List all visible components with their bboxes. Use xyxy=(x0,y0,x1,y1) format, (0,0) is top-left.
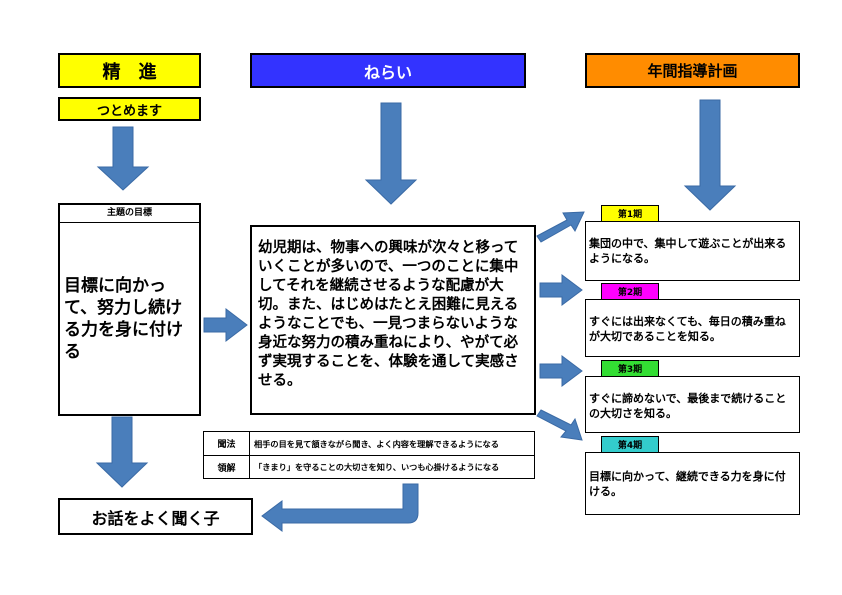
period2-label: 第2期 xyxy=(601,283,659,300)
nenkan-header-label: 年間指導計画 xyxy=(647,62,738,80)
period3-box: すぐに諦めないで、最後まで続けることの大切さを知る。 xyxy=(585,376,800,433)
aim-text: 幼児期は、物事への興味が次々と移っていくことが多いので、一つのことに集中してそれ… xyxy=(258,240,519,389)
arrow-down-theme-result xyxy=(95,416,149,488)
result-label: お話をよく聞く子 xyxy=(91,508,220,528)
sub-table: 聞法 相手の目を見て頷きながら聞き、よく内容を理解できるようになる 領解 「きま… xyxy=(203,431,535,479)
arrow-return-result xyxy=(261,483,419,532)
sub-row-ryoge-label: 領解 xyxy=(204,456,250,478)
period3-text: すぐに諦めないで、最後まで続けることの大切さを知る。 xyxy=(589,392,787,420)
nerai-header-label: ねらい xyxy=(363,62,412,82)
arrow-aim-period3 xyxy=(539,355,583,387)
period1-text: 集団の中で、集中して遊ぶことが出来るようになる。 xyxy=(589,237,787,265)
period2-box: すぐには出来なくても、毎日の積み重ねが大切であることを知る。 xyxy=(585,299,800,357)
theme-text: 目標に向かって、努力し続ける力を身に付ける xyxy=(64,276,183,362)
tsutomemasu-header: つとめます xyxy=(58,97,201,121)
period1-label: 第1期 xyxy=(601,205,659,222)
period2-text: すぐには出来なくても、毎日の積み重ねが大切であることを知る。 xyxy=(589,315,786,343)
arrow-aim-period1 xyxy=(536,211,585,243)
period3-label: 第3期 xyxy=(601,360,659,377)
nerai-header: ねらい xyxy=(250,53,526,88)
sub-row-monpo-text: 相手の目を見て頷きながら聞き、よく内容を理解できるようになる xyxy=(254,438,499,449)
shinten-header-label: 精 進 xyxy=(102,61,157,83)
result-box: お話をよく聞く子 xyxy=(58,498,253,535)
theme-label: 主題の目標 xyxy=(60,205,199,223)
arrow-down-right xyxy=(683,99,737,211)
period4-box: 目標に向かって、継続できる力を身に付ける。 xyxy=(585,452,800,515)
theme-box: 主題の目標 目標に向かって、努力し続ける力を身に付ける xyxy=(58,203,201,416)
arrow-aim-period4 xyxy=(536,409,583,441)
arrow-aim-period2 xyxy=(539,274,583,306)
period4-text: 目標に向かって、継続できる力を身に付ける。 xyxy=(589,470,786,498)
aim-box: 幼児期は、物事への興味が次々と移っていくことが多いので、一つのことに集中してそれ… xyxy=(250,225,536,415)
tsutomemasu-label: つとめます xyxy=(96,103,162,119)
sub-row-ryoge: 領解 「きまり」を守ることの大切さを知り、いつも心掛けるようになる xyxy=(204,456,534,478)
sub-row-monpo: 聞法 相手の目を見て頷きながら聞き、よく内容を理解できるようになる xyxy=(204,432,534,456)
sub-row-monpo-label: 聞法 xyxy=(204,432,250,455)
shinten-header: 精 進 xyxy=(58,53,201,88)
nenkan-header: 年間指導計画 xyxy=(585,53,800,88)
sub-row-ryoge-text: 「きまり」を守ることの大切さを知り、いつも心掛けるようになる xyxy=(254,462,500,472)
period1-box: 集団の中で、集中して遊ぶことが出来るようになる。 xyxy=(585,221,800,281)
arrow-right-theme-aim xyxy=(203,307,248,343)
arrow-down-center xyxy=(364,102,418,205)
period4-label: 第4期 xyxy=(601,436,659,453)
arrow-down-left xyxy=(96,126,150,191)
